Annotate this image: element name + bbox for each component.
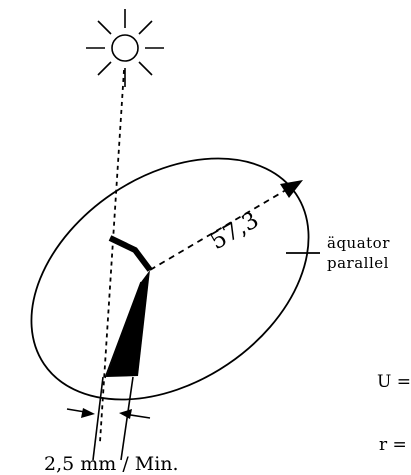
post-right [120, 376, 134, 461]
equator-label-line2: parallel [327, 254, 389, 272]
post-inner [104, 281, 142, 379]
formula-u: U = [377, 372, 411, 392]
radius-arrow [149, 180, 303, 271]
shadow-wedge [106, 270, 150, 377]
sun-ray [99, 69, 125, 443]
gnomon-arm [108, 235, 153, 272]
width-dimension-left [66, 408, 95, 418]
post-left [92, 376, 104, 461]
rate-label: 2,5 mm / Min. [44, 453, 179, 475]
radius-label: 57,3 [206, 207, 263, 255]
equator-label-line1: äquator [327, 234, 390, 252]
equator-ellipse [30, 157, 310, 401]
sun-icon [86, 9, 164, 87]
formula-r: r = [379, 435, 407, 455]
width-dimension-right [119, 409, 151, 419]
